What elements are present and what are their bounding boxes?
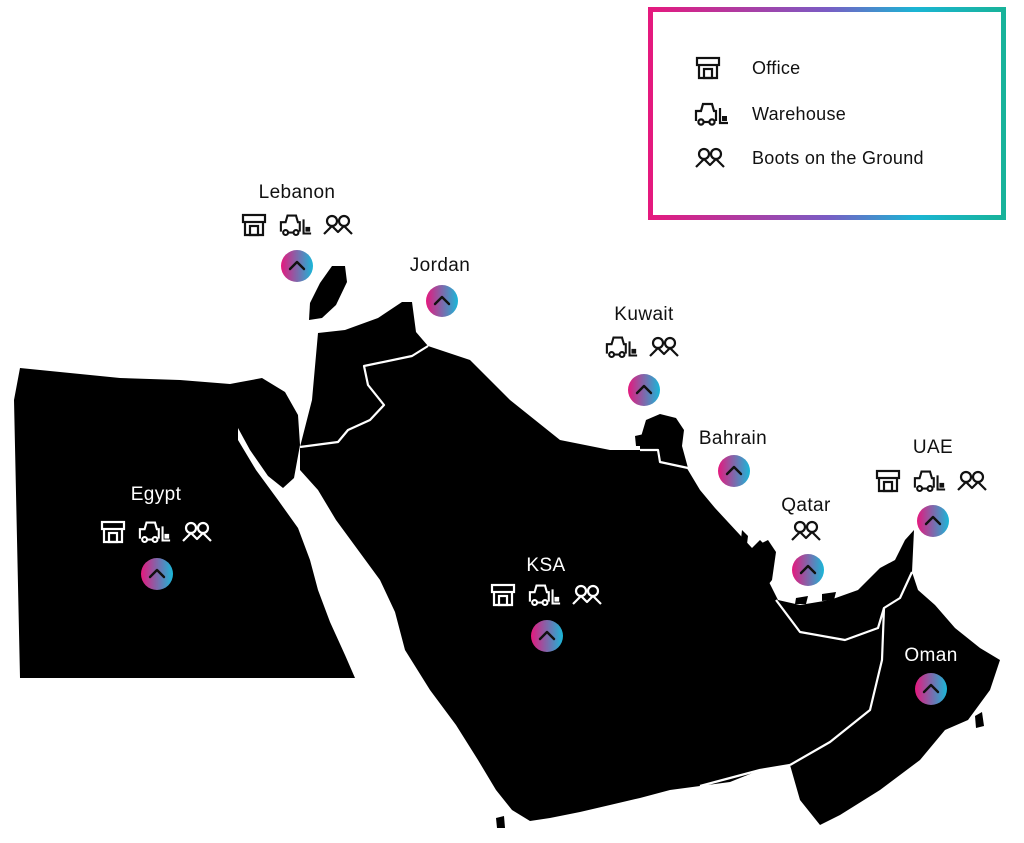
chevron-up-icon bbox=[628, 374, 660, 406]
office-icon bbox=[486, 582, 520, 608]
island bbox=[496, 816, 505, 828]
chevron-up-icon bbox=[792, 554, 824, 586]
chevron-up-icon bbox=[917, 505, 949, 537]
island bbox=[635, 434, 644, 446]
pin-egypt[interactable] bbox=[140, 557, 174, 591]
pin-oman[interactable] bbox=[914, 672, 948, 706]
chevron-up-icon bbox=[281, 250, 313, 282]
facilities-lebanon bbox=[237, 212, 355, 238]
boots-on-ground-icon bbox=[647, 334, 681, 360]
pin-lebanon[interactable] bbox=[280, 249, 314, 283]
facilities-uae bbox=[871, 468, 989, 494]
warehouse-icon bbox=[913, 468, 947, 494]
jordan-landmass bbox=[300, 302, 428, 447]
pin-bahrain[interactable] bbox=[717, 454, 751, 488]
legend-item-boots: Boots on the Ground bbox=[694, 143, 924, 173]
legend-item-office: Office bbox=[694, 53, 801, 83]
chevron-up-icon bbox=[718, 455, 750, 487]
legend-label-warehouse: Warehouse bbox=[752, 103, 847, 124]
country-label-bahrain: Bahrain bbox=[698, 428, 768, 449]
facilities-qatar bbox=[789, 518, 823, 544]
country-label-qatar: Qatar bbox=[781, 495, 831, 516]
warehouse-icon bbox=[605, 334, 639, 360]
boots-on-ground-icon bbox=[321, 212, 355, 238]
country-label-lebanon: Lebanon bbox=[258, 182, 336, 203]
legend-label-boots: Boots on the Ground bbox=[752, 147, 924, 168]
boots-on-ground-icon bbox=[955, 468, 989, 494]
legend-label-office: Office bbox=[752, 57, 801, 78]
boots-on-ground-icon bbox=[694, 145, 732, 171]
warehouse-icon bbox=[694, 101, 732, 127]
country-label-oman: Oman bbox=[904, 645, 958, 666]
kuwait-landmass bbox=[640, 414, 688, 468]
office-icon bbox=[237, 212, 271, 238]
egypt-landmass bbox=[14, 368, 355, 678]
qatar-landmass bbox=[752, 540, 776, 590]
country-label-kuwait: Kuwait bbox=[614, 304, 674, 325]
country-label-jordan: Jordan bbox=[409, 255, 471, 276]
pin-ksa[interactable] bbox=[530, 619, 564, 653]
warehouse-icon bbox=[138, 519, 172, 545]
chevron-up-icon bbox=[531, 620, 563, 652]
pin-jordan[interactable] bbox=[425, 284, 459, 318]
arabian-peninsula-landmass bbox=[300, 346, 1000, 825]
country-label-egypt: Egypt bbox=[130, 484, 182, 505]
legend-item-warehouse: Warehouse bbox=[694, 99, 846, 129]
chevron-up-icon bbox=[915, 673, 947, 705]
boots-on-ground-icon bbox=[789, 518, 823, 544]
office-icon bbox=[694, 55, 732, 81]
island bbox=[795, 596, 808, 604]
pin-uae[interactable] bbox=[916, 504, 950, 538]
country-label-uae: UAE bbox=[912, 437, 954, 458]
boots-on-ground-icon bbox=[570, 582, 604, 608]
pin-qatar[interactable] bbox=[791, 553, 825, 587]
facilities-ksa bbox=[486, 582, 604, 608]
island bbox=[822, 592, 836, 601]
pin-kuwait[interactable] bbox=[627, 373, 661, 407]
office-icon bbox=[871, 468, 905, 494]
facilities-kuwait bbox=[605, 334, 681, 360]
facilities-egypt bbox=[96, 519, 214, 545]
bahrain-island bbox=[740, 530, 748, 552]
legend-border bbox=[648, 7, 1006, 220]
warehouse-icon bbox=[528, 582, 562, 608]
chevron-up-icon bbox=[141, 558, 173, 590]
boots-on-ground-icon bbox=[180, 519, 214, 545]
legend-box: Office Warehouse Boots on the Ground bbox=[648, 7, 1006, 220]
lebanon-landmass bbox=[309, 266, 347, 320]
warehouse-icon bbox=[279, 212, 313, 238]
island bbox=[975, 712, 984, 728]
office-icon bbox=[96, 519, 130, 545]
country-borders bbox=[299, 345, 913, 788]
chevron-up-icon bbox=[426, 285, 458, 317]
country-label-ksa: KSA bbox=[526, 555, 566, 576]
